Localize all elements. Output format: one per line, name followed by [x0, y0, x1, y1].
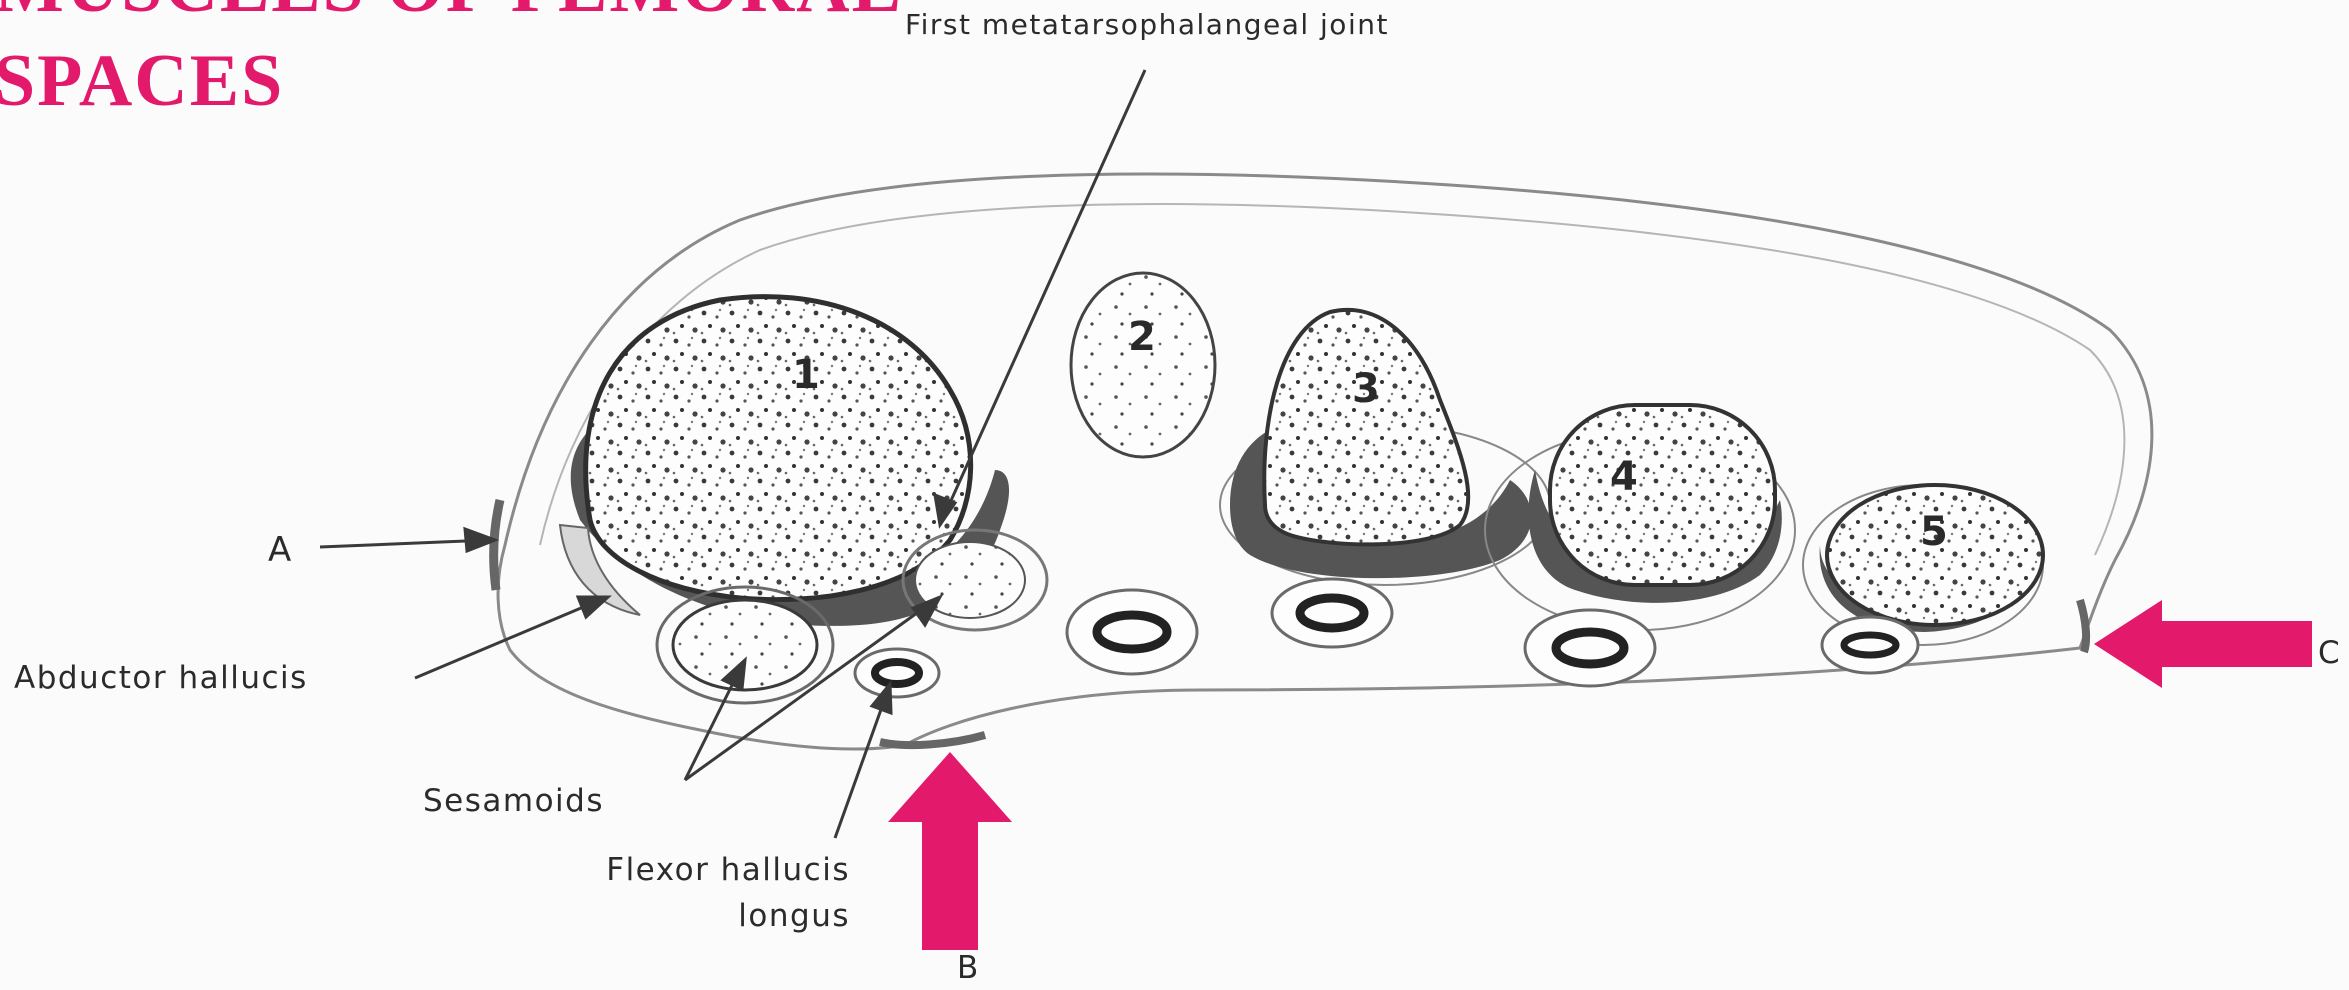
pressure-arrow-b	[888, 752, 1012, 950]
metatarsal-4-number: 4	[1610, 454, 1638, 500]
label-c: C	[2318, 635, 2341, 671]
metatarsal-4: 4	[1485, 405, 1795, 630]
label-flexor-hallucis: Flexor hallucis	[560, 852, 850, 888]
metatarsal-2: 2	[1071, 273, 1215, 457]
label-sesamoids: Sesamoids	[423, 783, 604, 819]
metatarsal-3-number: 3	[1352, 366, 1380, 412]
label-first-mtp-joint: First metatarsophalangeal joint	[905, 8, 1389, 41]
metatarsal-1-number: 1	[792, 352, 820, 398]
label-a: A	[268, 530, 293, 570]
metatarsal-2-number: 2	[1128, 314, 1156, 360]
metatarsal-5-number: 5	[1920, 509, 1948, 555]
label-longus: longus	[560, 898, 850, 934]
metatarsal-3: 3	[1220, 310, 1550, 585]
label-b: B	[957, 950, 980, 986]
metatarsal-5: 5	[1803, 485, 2043, 645]
label-abductor-hallucis: Abductor hallucis	[14, 660, 308, 696]
pressure-arrow-c	[2094, 600, 2312, 688]
